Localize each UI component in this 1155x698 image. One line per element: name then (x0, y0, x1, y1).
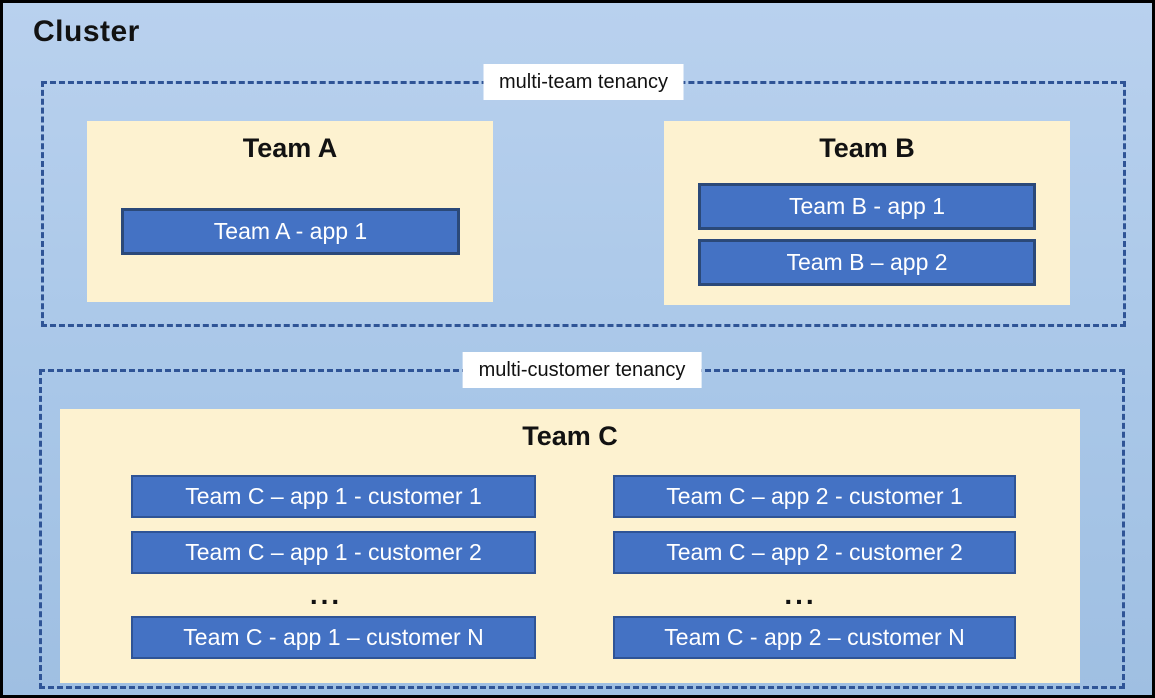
cluster-title: Cluster (33, 15, 140, 48)
team-b-title: Team B (819, 133, 915, 163)
team-c-app2-customerN-box: Team C - app 2 – customer N (613, 616, 1016, 659)
team-c-app2-customer2-box: Team C – app 2 - customer 2 (613, 531, 1016, 574)
team-c-app1-customer2-box: Team C – app 1 - customer 2 (131, 531, 536, 574)
team-c-title: Team C (522, 421, 618, 451)
multi-customer-tenancy-box: multi-customer tenancy (39, 352, 1125, 689)
team-c-app1-ellipsis: ... (309, 579, 343, 610)
team-a-title: Team A (242, 133, 338, 163)
multi-customer-tenancy-label: multi-customer tenancy (462, 352, 702, 388)
team-b-app2-box: Team B – app 2 (698, 239, 1036, 286)
team-c-app1-customerN-box: Team C - app 1 – customer N (131, 616, 536, 659)
team-c-app2-customer1-box: Team C – app 2 - customer 1 (613, 475, 1016, 518)
team-b-app1-box: Team B - app 1 (698, 183, 1036, 230)
multi-team-tenancy-label: multi-team tenancy (483, 64, 684, 100)
team-c-app2-ellipsis: ... (784, 579, 817, 610)
multi-team-tenancy-box: multi-team tenancy (41, 64, 1126, 327)
team-a-app1-box: Team A - app 1 (121, 208, 460, 255)
team-c-app1-customer1-box: Team C – app 1 - customer 1 (131, 475, 536, 518)
